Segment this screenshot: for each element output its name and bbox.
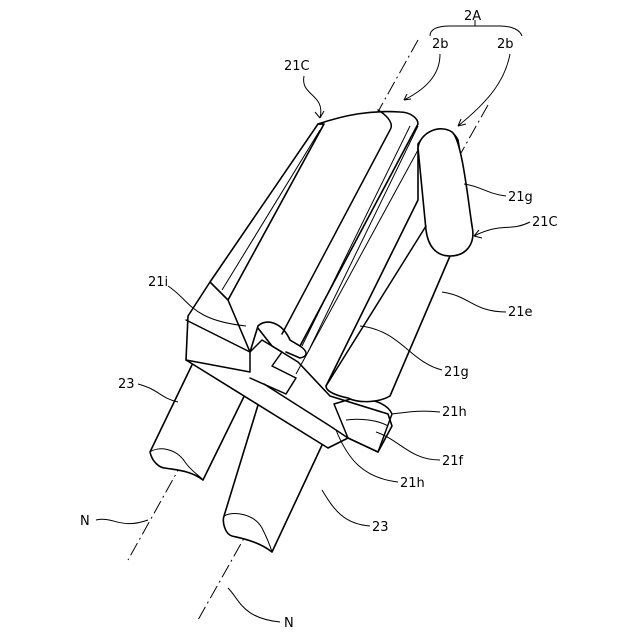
leader-21f [376,432,440,460]
label-N-bottom: N [284,616,294,631]
label-21e: 21e [508,305,533,320]
label-21i: 21i [148,275,168,290]
label-2A: 2A [464,9,481,24]
label-21h-right: 21h [442,405,467,420]
label-21g-mid: 21g [444,365,469,380]
leader-21e [442,292,506,312]
group-brace [430,26,522,36]
label-21h-bottom: 21h [400,476,425,491]
leader-21C-right [474,222,530,236]
arrow-21C-top [315,111,324,118]
label-23-right: 23 [372,520,389,535]
label-N-left: N [80,514,90,529]
leader-21C-top [304,76,321,118]
label-21g-top: 21g [508,190,533,205]
label-2b-left: 2b [432,37,449,52]
label-21C-top: 21C [284,59,310,74]
leader-2b-left [404,54,440,100]
leader-21h-right [392,411,440,414]
leader-23-left [138,384,178,402]
leader-N-left [96,519,148,523]
leader-N-bottom [228,588,280,622]
label-23-left: 23 [118,377,135,392]
label-21C-right: 21C [532,215,558,230]
label-2b-right: 2b [497,37,514,52]
label-21f: 21f [442,454,464,469]
leader-2b-right [458,54,510,126]
leader-21g-top [464,184,506,196]
leader-23-right [322,490,370,526]
